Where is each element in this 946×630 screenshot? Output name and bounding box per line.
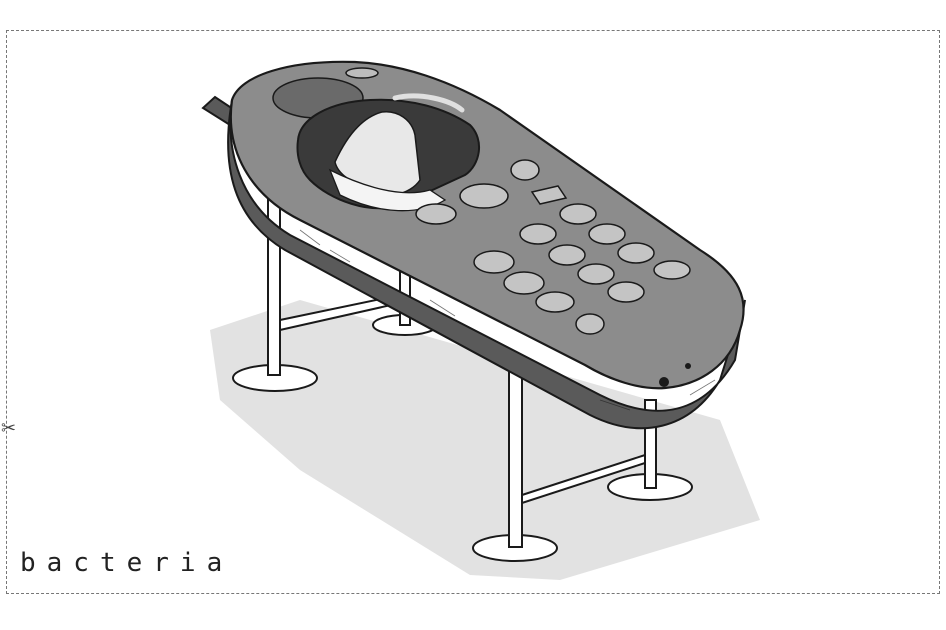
key	[415, 203, 457, 225]
key	[530, 185, 568, 205]
figure-sheet	[328, 168, 447, 212]
phone-side	[227, 99, 746, 430]
key	[510, 159, 540, 181]
dashed-cut-border	[6, 30, 940, 594]
top-button	[345, 67, 379, 79]
floor-shadow	[210, 300, 760, 580]
mobile-phone	[201, 60, 746, 430]
keypad	[473, 203, 691, 335]
artist-signature: bacteria	[20, 548, 234, 578]
key	[459, 183, 509, 209]
scissors-icon: ✂	[1, 418, 17, 439]
